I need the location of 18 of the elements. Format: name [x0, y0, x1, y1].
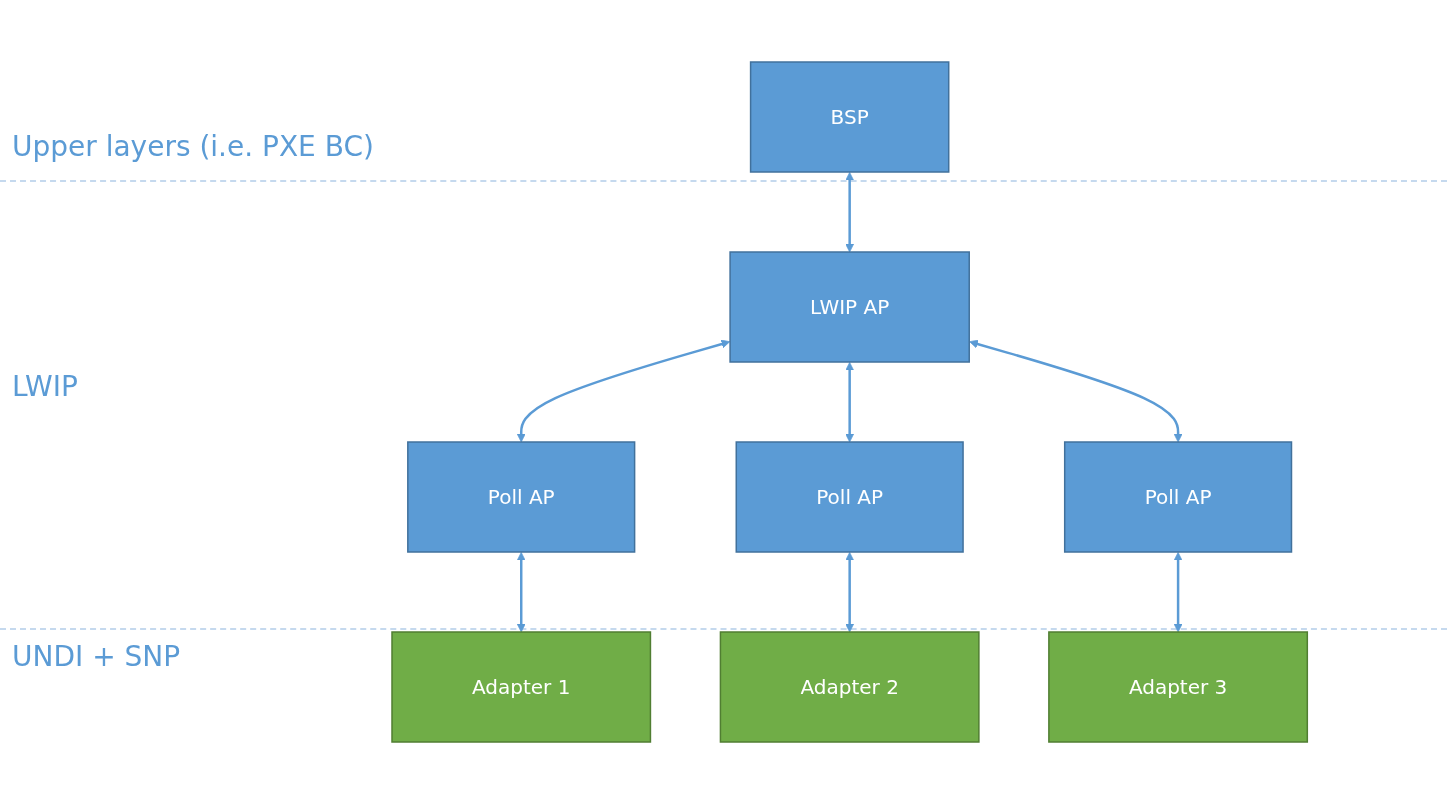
arrow [517, 552, 526, 633]
arrow [517, 339, 731, 443]
node-box: Poll AP [407, 441, 636, 553]
node-box: Adapter 2 [720, 631, 980, 743]
arrow [1174, 552, 1183, 633]
layer-label: LWIP [12, 370, 78, 403]
arrow [969, 339, 1183, 443]
node-box: LWIP AP [729, 251, 971, 363]
node-box: Adapter 1 [391, 631, 652, 743]
layer-label: UNDI + SNP [12, 640, 181, 673]
node-box: Poll AP [1064, 441, 1293, 553]
node-box: Poll AP [735, 441, 965, 553]
node-box: Adapter 3 [1048, 631, 1309, 743]
arrow [845, 172, 855, 253]
arrow [845, 552, 855, 633]
node-box: BSP [750, 61, 950, 173]
arrow [845, 362, 855, 443]
layer-label: Upper layers (i.e. PXE BC) [12, 130, 374, 163]
